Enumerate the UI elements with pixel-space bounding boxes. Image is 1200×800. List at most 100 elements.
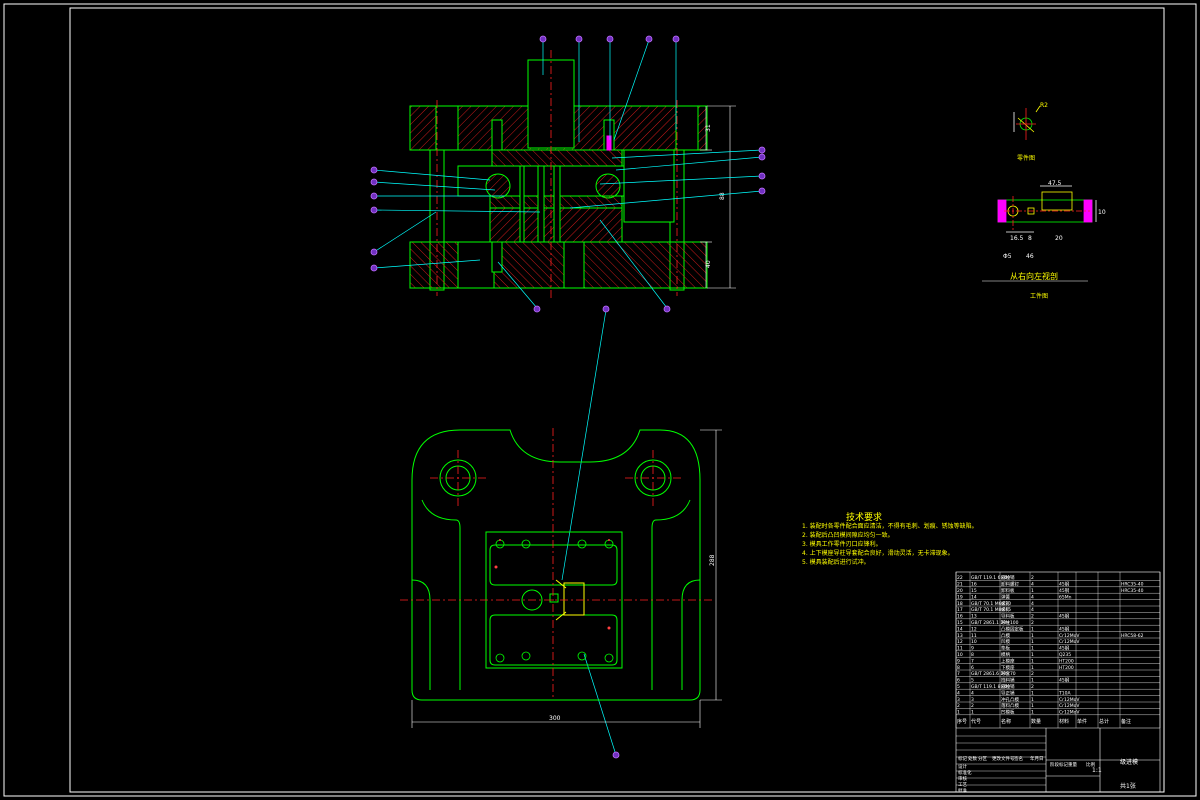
bom-cell: 21	[957, 582, 963, 588]
bom-cell: GB/T 119.1 6×60	[971, 575, 1010, 581]
bom-cell: 4	[1031, 594, 1034, 600]
bom-header-cell: 数量	[1031, 718, 1041, 725]
bom-cell: 19	[957, 594, 963, 600]
balloon	[539, 35, 547, 43]
bom-cell: Cr12MoV	[1059, 710, 1080, 716]
bom-cell: 1	[1031, 626, 1034, 632]
plan-view-pins	[494, 539, 611, 630]
bom-header-cell: 代号	[971, 718, 981, 725]
bom-cell: 45钢	[1059, 613, 1070, 620]
bom-cell: 导套	[1001, 670, 1010, 677]
balloon	[606, 35, 614, 43]
balloon	[645, 35, 653, 43]
balloon	[758, 146, 766, 154]
bom-cell: 1	[1031, 633, 1034, 639]
detail-view	[1013, 105, 1041, 140]
balloon	[533, 305, 541, 313]
plan-view	[411, 429, 701, 701]
spring-right	[595, 173, 621, 199]
bom-header-cell: 序号	[957, 718, 967, 725]
bom-cell: 2	[1031, 684, 1034, 690]
bom-header-cell: 名称	[1001, 718, 1011, 725]
bom-cell: 1	[1031, 652, 1034, 658]
bom-cell: 1	[1031, 690, 1034, 696]
bom-cell: 1	[1031, 588, 1034, 594]
tech-req-line: 5. 模具装配后进行试冲。	[802, 558, 870, 566]
bom-cell: 上模座	[1001, 657, 1015, 664]
sign-label: 分区	[978, 755, 987, 762]
bom-cell: 2	[1031, 614, 1034, 620]
sign-label: 设计	[958, 763, 967, 770]
bom-cell: 45钢	[1059, 677, 1070, 684]
dim-part-h: 10	[1098, 209, 1106, 216]
bom-cell: 4	[1031, 601, 1034, 607]
bom-cell: 13	[971, 614, 977, 620]
bom-cell: 14	[957, 626, 963, 632]
bom-cell: GB/T 2861.6 20×70	[971, 671, 1016, 677]
bom-cell: 2	[1031, 620, 1034, 626]
bom-cell: 1	[1031, 646, 1034, 652]
drawing-name: 级进模	[1120, 758, 1138, 766]
sign-block: 标记处数分区更改文件号签名年月日设计标准化审核工艺批准阶段标记重量比例	[956, 735, 1095, 794]
bom-cell: 导正销	[1001, 689, 1015, 696]
balloon	[758, 187, 766, 195]
sign-label: 批准	[958, 787, 967, 794]
plan-view-dimensions	[411, 429, 722, 728]
bom-header-cell: 单件	[1077, 718, 1087, 725]
balloon	[602, 305, 610, 313]
bom-cell: Cr12MoV	[1059, 633, 1080, 639]
bom-cell: 4	[971, 690, 974, 696]
sign-label: 签名	[1014, 755, 1023, 762]
bom-cell: 卸料螺钉	[1001, 581, 1019, 588]
bom-cell: 1	[1031, 678, 1034, 684]
bom-cell: 落料凸模	[1001, 702, 1019, 709]
balloon	[612, 751, 620, 759]
workpiece-view	[997, 185, 1097, 233]
bom-cell: 螺钉	[1001, 606, 1010, 613]
plan-view-centerlines	[400, 428, 712, 700]
guide-rail	[563, 582, 585, 616]
bom-cell: 45钢	[1059, 625, 1070, 632]
misc-label: 重量	[1068, 761, 1077, 768]
dim-part-c: 20	[1055, 235, 1063, 242]
bom-cell: 圆柱销	[1001, 683, 1015, 690]
bom-cell: HT200	[1059, 658, 1074, 664]
bom-cell: 9	[957, 658, 960, 664]
workpiece-label: 工件图	[1030, 292, 1048, 300]
bom-cell: 65Mn	[1059, 594, 1072, 600]
bom-cell: 4	[1031, 582, 1034, 588]
bom-cell: 8	[957, 665, 960, 671]
balloon	[758, 172, 766, 180]
bom-cell: 45钢	[1059, 587, 1070, 594]
die-plate-plan	[485, 531, 623, 669]
bom-cell: 17	[957, 607, 963, 613]
bom-cell: GB/T 2861.1 20×100	[971, 620, 1019, 626]
bom-cell: 挡料销	[1001, 677, 1015, 684]
tech-req-title: 技术要求	[846, 511, 882, 523]
misc-label: 阶段标记	[1050, 761, 1068, 768]
bom-cell: 冲孔凸模	[1001, 696, 1019, 703]
bom-cell: Cr12MoV	[1059, 703, 1080, 709]
bom-cell: Q235	[1059, 652, 1071, 658]
section-view-label: 从右向左视剖	[1010, 271, 1058, 281]
dim-lower-h: 40	[705, 260, 712, 268]
bom-cell: 卸料板	[1001, 587, 1015, 594]
bom-cell: 7	[971, 658, 974, 664]
bom-cell: 模柄	[1001, 651, 1010, 658]
bom-cell: 凹模	[1001, 638, 1010, 645]
bom-cell: 10	[971, 639, 977, 645]
bom-cell: 15	[957, 620, 963, 626]
balloon	[370, 192, 378, 200]
sign-label: 处数	[968, 755, 977, 762]
guide-bushing-right	[634, 459, 672, 497]
lower-die-base	[409, 241, 708, 289]
tech-req-line: 4. 上下模座导柱导套配合良好，滑动灵活，无卡滞现象。	[802, 549, 954, 557]
bom-cell: 2	[957, 703, 960, 709]
bom-cell: 10	[957, 652, 963, 658]
dim-part-hole: Φ5	[1003, 253, 1012, 260]
balloon	[370, 166, 378, 174]
bom-cell: 1	[1031, 710, 1034, 716]
sign-label: 审核	[958, 775, 967, 782]
